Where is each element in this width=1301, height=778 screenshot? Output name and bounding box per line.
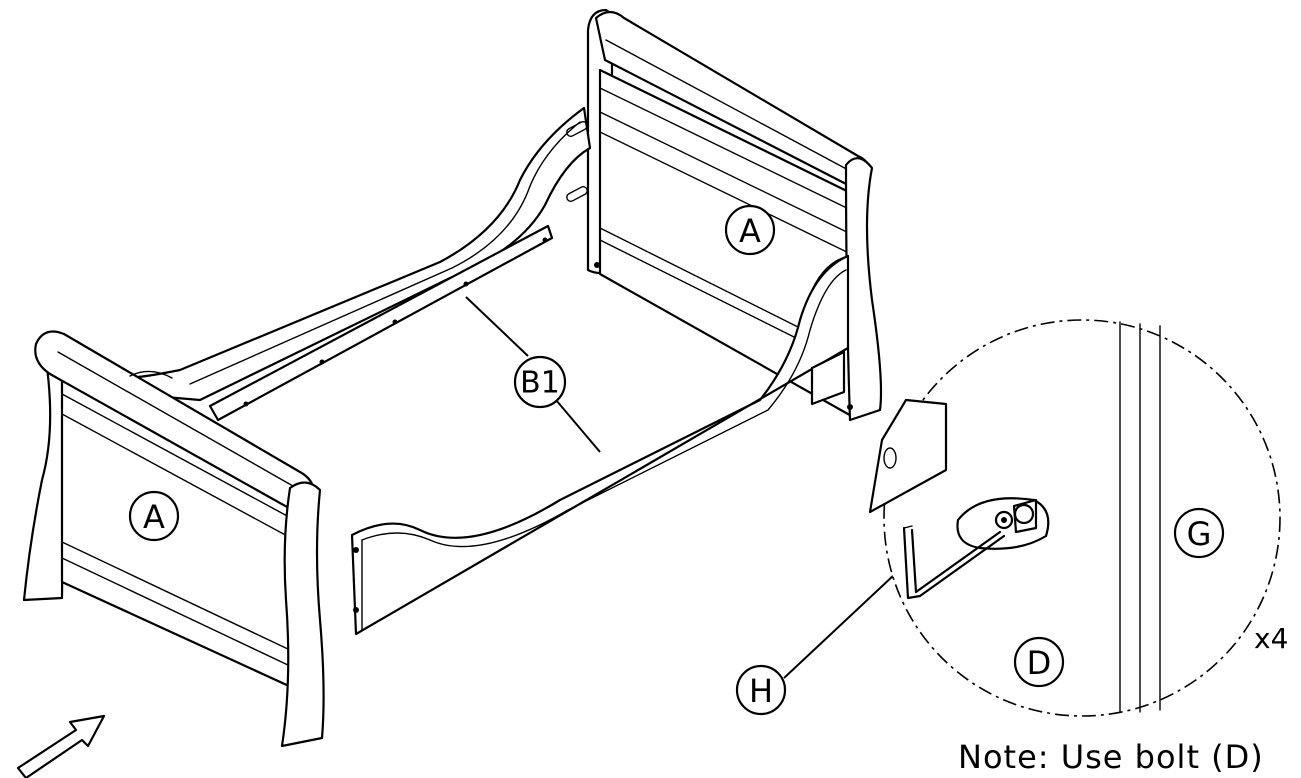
direction-arrow [16,714,106,778]
svg-text:G: G [1187,515,1212,553]
quantity-label: x4 [1254,622,1288,655]
label-b1-side-rail: B1 [513,355,567,409]
label-h-allen-key: H [735,664,787,716]
svg-text:B1: B1 [520,366,560,401]
svg-text:D: D [1027,644,1052,682]
svg-text:A: A [143,498,165,536]
label-a-footboard: A [128,490,180,542]
svg-text:A: A [739,212,761,250]
footboard [22,330,325,748]
label-d-bolt: D [1013,636,1065,688]
label-a-headboard: A [724,204,776,256]
far-side-rail [128,106,592,422]
label-g-barrel-nut: G [1173,507,1225,559]
centre-support [129,370,173,379]
note-text: Note: Use bolt (D) [958,738,1264,776]
detail-inset [868,319,1281,717]
headboard [586,8,883,422]
near-side-rail [350,254,850,636]
svg-text:H: H [749,672,773,710]
